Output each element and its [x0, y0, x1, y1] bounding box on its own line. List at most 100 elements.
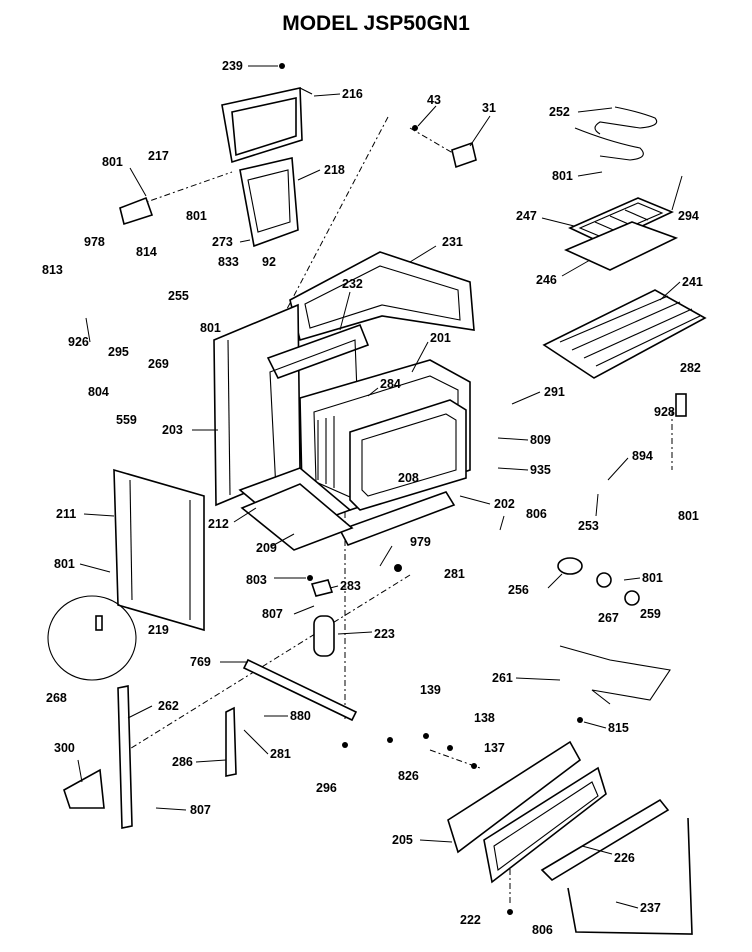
part-806-screw-bottom: [507, 909, 513, 915]
part-223-cylinder: [313, 615, 335, 657]
part-label: 806: [526, 507, 547, 521]
part-label: 202: [494, 497, 515, 511]
leader-lines: [77, 65, 683, 909]
part-label: 894: [632, 449, 653, 463]
part-label: 92: [262, 255, 276, 269]
part-label: 813: [42, 263, 63, 277]
part-267-light: [596, 572, 612, 588]
part-217-bracket: [119, 196, 154, 226]
part-259-knob: [624, 590, 640, 606]
part-138-part: [447, 745, 453, 751]
part-222-door-panel: [483, 766, 607, 884]
part-256-switch: [557, 557, 583, 575]
part-261-element: [559, 645, 671, 705]
part-137-part: [471, 763, 477, 769]
part-label: 217: [148, 149, 169, 163]
part-label: 804: [88, 385, 109, 399]
part-label: 296: [316, 781, 337, 795]
part-label: 807: [262, 607, 283, 621]
part-300-panel: [63, 768, 105, 809]
part-labels: 239 216 43 31 252 801 217 218 801 801 29…: [42, 59, 703, 937]
part-label: 222: [460, 913, 481, 927]
part-label: 283: [340, 579, 361, 593]
part-label: 256: [508, 583, 529, 597]
part-label: 559: [116, 413, 137, 427]
part-label: 43: [427, 93, 441, 107]
part-label: 801: [102, 155, 123, 169]
part-211-back-panel: [113, 468, 205, 632]
part-205-door: [447, 740, 582, 854]
part-label: 239: [222, 59, 243, 73]
part-label: 801: [54, 557, 75, 571]
part-label: 246: [536, 273, 557, 287]
part-label: 212: [208, 517, 229, 531]
part-label: 880: [290, 709, 311, 723]
part-label: 262: [158, 699, 179, 713]
part-803-screw: [307, 575, 313, 581]
part-label: 294: [678, 209, 699, 223]
part-label: 261: [492, 671, 513, 685]
part-label: 291: [544, 385, 565, 399]
part-label: 928: [654, 405, 675, 419]
part-268-plate: [47, 595, 137, 681]
part-label: 218: [324, 163, 345, 177]
part-label: 259: [640, 607, 661, 621]
part-label: 803: [246, 573, 267, 587]
part-label: 282: [680, 361, 701, 375]
part-label: 208: [398, 471, 419, 485]
part-43-screw: [412, 125, 418, 131]
part-209-tray: [240, 483, 354, 551]
part-237-trim: [567, 817, 693, 935]
part-label: 231: [442, 235, 463, 249]
part-202-lower-front: [338, 491, 456, 546]
part-826-screw: [387, 737, 393, 743]
part-139-part: [423, 733, 429, 739]
part-252-element: [574, 106, 658, 161]
part-label: 211: [56, 507, 76, 521]
part-286-bracket: [225, 706, 237, 777]
part-label: 801: [552, 169, 573, 183]
part-label: 203: [162, 423, 183, 437]
part-208-frame: [349, 399, 467, 511]
part-label: 237: [640, 901, 661, 915]
part-label: 138: [474, 711, 495, 725]
part-label: 281: [270, 747, 291, 761]
part-label: 269: [148, 357, 169, 371]
part-label: 801: [642, 571, 663, 585]
part-label: 826: [398, 769, 419, 783]
part-label: 31: [482, 101, 496, 115]
part-label: 809: [530, 433, 551, 447]
part-label: 801: [186, 209, 207, 223]
part-label: 801: [200, 321, 221, 335]
part-769-rod: [242, 658, 358, 722]
part-218-panel: [239, 157, 299, 248]
part-label: 268: [46, 691, 67, 705]
part-label: 219: [148, 623, 169, 637]
part-label: 807: [190, 803, 211, 817]
part-815-screw: [577, 717, 583, 723]
part-283-clip: [310, 579, 334, 597]
assembly-lines: [119, 116, 673, 905]
part-label: 295: [108, 345, 129, 359]
part-label: 926: [68, 335, 89, 349]
part-label: 201: [430, 331, 451, 345]
part-label: 267: [598, 611, 619, 625]
part-226-handle: [540, 798, 670, 882]
part-label: 935: [530, 463, 551, 477]
part-296-screw: [342, 742, 348, 748]
part-label: 226: [614, 851, 635, 865]
part-231-top-frame: [289, 251, 475, 342]
part-label: 205: [392, 833, 413, 847]
part-262-strip: [117, 685, 133, 829]
part-label: 814: [136, 245, 157, 259]
part-label: 769: [190, 655, 211, 669]
part-label: 978: [84, 235, 105, 249]
part-label: 833: [218, 255, 239, 269]
part-label: 806: [532, 923, 553, 937]
part-label: 209: [256, 541, 277, 555]
part-241-oven-rack: [542, 289, 707, 379]
part-label: 979: [410, 535, 431, 549]
diagram-title: MODEL JSP50GN1: [282, 12, 470, 35]
part-label: 223: [374, 627, 395, 641]
